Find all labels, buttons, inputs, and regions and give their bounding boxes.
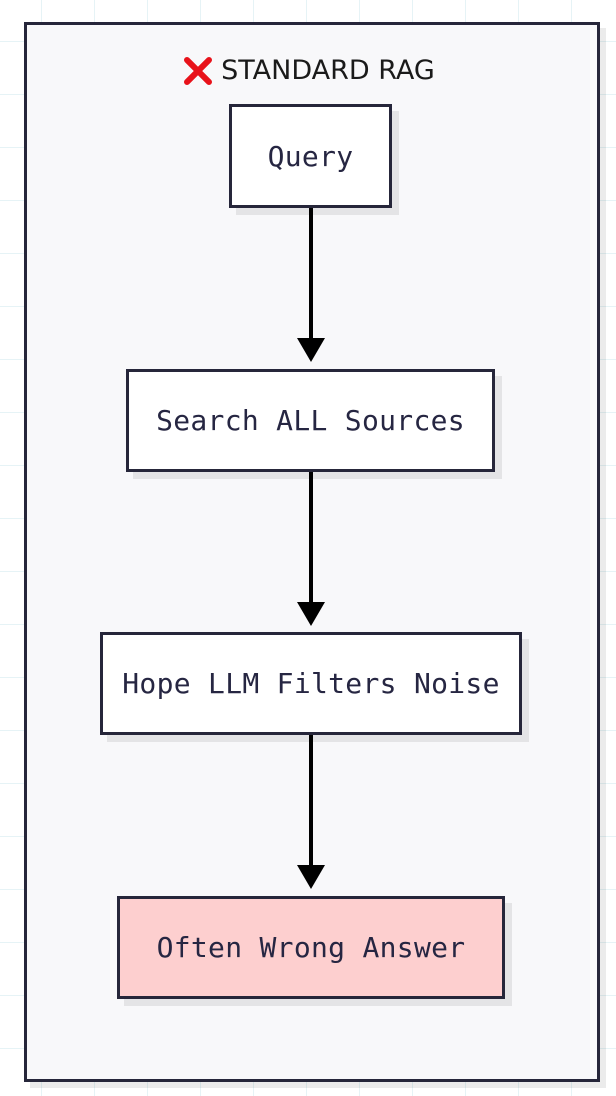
node-search-all-sources: Search ALL Sources [126,369,495,472]
node-query-label: Query [267,139,354,173]
cross-mark-icon [183,56,213,86]
node-search-label: Search ALL Sources [156,404,465,437]
container-title: STANDARD RAG [24,55,594,86]
node-often-wrong-answer: Often Wrong Answer [117,896,505,999]
node-result-label: Often Wrong Answer [156,931,466,964]
node-query: Query [229,104,392,208]
node-filter-label: Hope LLM Filters Noise [122,667,500,700]
node-hope-llm-filters-noise: Hope LLM Filters Noise [100,632,522,735]
title-label: STANDARD RAG [221,55,435,86]
